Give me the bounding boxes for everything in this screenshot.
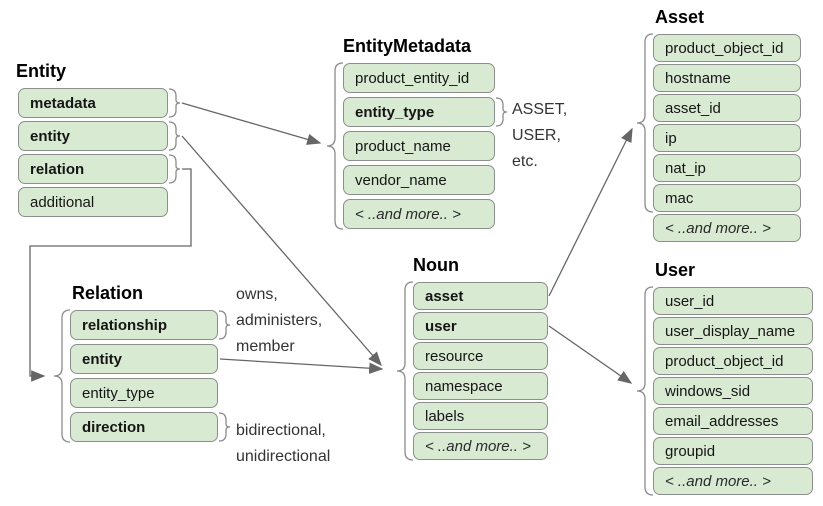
noun-table: Noun asset user resource namespace label…	[413, 255, 548, 462]
user-table: User user_id user_display_name product_o…	[653, 260, 813, 497]
entitymetadata-table-title: EntityMetadata	[343, 36, 472, 56]
relation-field-direction: direction	[70, 412, 218, 442]
noun-field-user: user	[413, 312, 548, 340]
entitymetadata-table: EntityMetadata product_entity_id entity_…	[343, 36, 495, 233]
brace-right-relationship-field	[218, 310, 231, 340]
noun-field-and-more: < ..and more.. >	[413, 432, 548, 460]
entity-field-additional: additional	[18, 187, 168, 217]
user-field-user-id: user_id	[653, 287, 813, 315]
user-field-groupid: groupid	[653, 437, 813, 465]
noun-field-resource: resource	[413, 342, 548, 370]
entity-table-title: Entity	[16, 61, 67, 81]
relationship-values-note: owns, administers, member	[236, 286, 323, 355]
brace-right-entity-type-field	[495, 97, 508, 127]
asset-field-and-more: < ..and more.. >	[653, 214, 801, 242]
brace-left-noun	[396, 281, 414, 461]
entity-field-entity: entity	[18, 121, 168, 151]
user-field-email-addresses: email_addresses	[653, 407, 813, 435]
user-table-title: User	[655, 260, 696, 280]
user-field-user-display-name: user_display_name	[653, 317, 813, 345]
brace-left-entitymetadata	[326, 62, 344, 230]
arrow-metadata-to-entitymetadata	[181, 102, 322, 145]
asset-table: Asset product_object_id hostname asset_i…	[653, 7, 801, 244]
entitymetadata-field-vendor-name: vendor_name	[343, 165, 495, 195]
user-field-and-more: < ..and more.. >	[653, 467, 813, 495]
noun-field-asset: asset	[413, 282, 548, 310]
brace-right-entity-metadata-field	[168, 88, 181, 118]
brace-left-asset	[636, 33, 654, 213]
relation-field-entity: entity	[70, 344, 218, 374]
arrow-noun-user-to-user	[548, 325, 633, 384]
entity-field-relation: relation	[18, 154, 168, 184]
asset-field-product-object-id: product_object_id	[653, 34, 801, 62]
brace-left-relation	[53, 309, 71, 443]
brace-right-entity-relation-field	[168, 154, 181, 184]
entitymetadata-field-and-more: < ..and more.. >	[343, 199, 495, 229]
user-field-windows-sid: windows_sid	[653, 377, 813, 405]
entitymetadata-field-product-entity-id: product_entity_id	[343, 63, 495, 93]
entity-field-metadata: metadata	[18, 88, 168, 118]
relation-table-title: Relation	[72, 283, 144, 303]
relation-field-entity-type: entity_type	[70, 378, 218, 408]
asset-field-mac: mac	[653, 184, 801, 212]
relation-table: Relation relationship entity entity_type…	[70, 283, 218, 446]
asset-field-nat-ip: nat_ip	[653, 154, 801, 182]
brace-right-direction-field	[218, 412, 231, 442]
asset-field-asset-id: asset_id	[653, 94, 801, 122]
brace-left-user	[636, 286, 654, 496]
user-field-product-object-id: product_object_id	[653, 347, 813, 375]
relation-field-relationship: relationship	[70, 310, 218, 340]
noun-field-namespace: namespace	[413, 372, 548, 400]
arrow-relation-entity-to-noun	[219, 358, 384, 374]
asset-table-title: Asset	[655, 7, 705, 27]
brace-right-entity-entity-field	[168, 121, 181, 151]
asset-field-ip: ip	[653, 124, 801, 152]
entity-table: Entity metadata entity relation addition…	[16, 61, 168, 220]
direction-values-note: bidirectional, unidirectional	[236, 422, 331, 465]
entitymetadata-field-product-name: product_name	[343, 131, 495, 161]
asset-field-hostname: hostname	[653, 64, 801, 92]
noun-field-labels: labels	[413, 402, 548, 430]
noun-table-title: Noun	[413, 255, 459, 275]
entity-type-values-note: ASSET, USER, etc.	[512, 101, 568, 170]
entitymetadata-field-entity-type: entity_type	[343, 97, 495, 127]
